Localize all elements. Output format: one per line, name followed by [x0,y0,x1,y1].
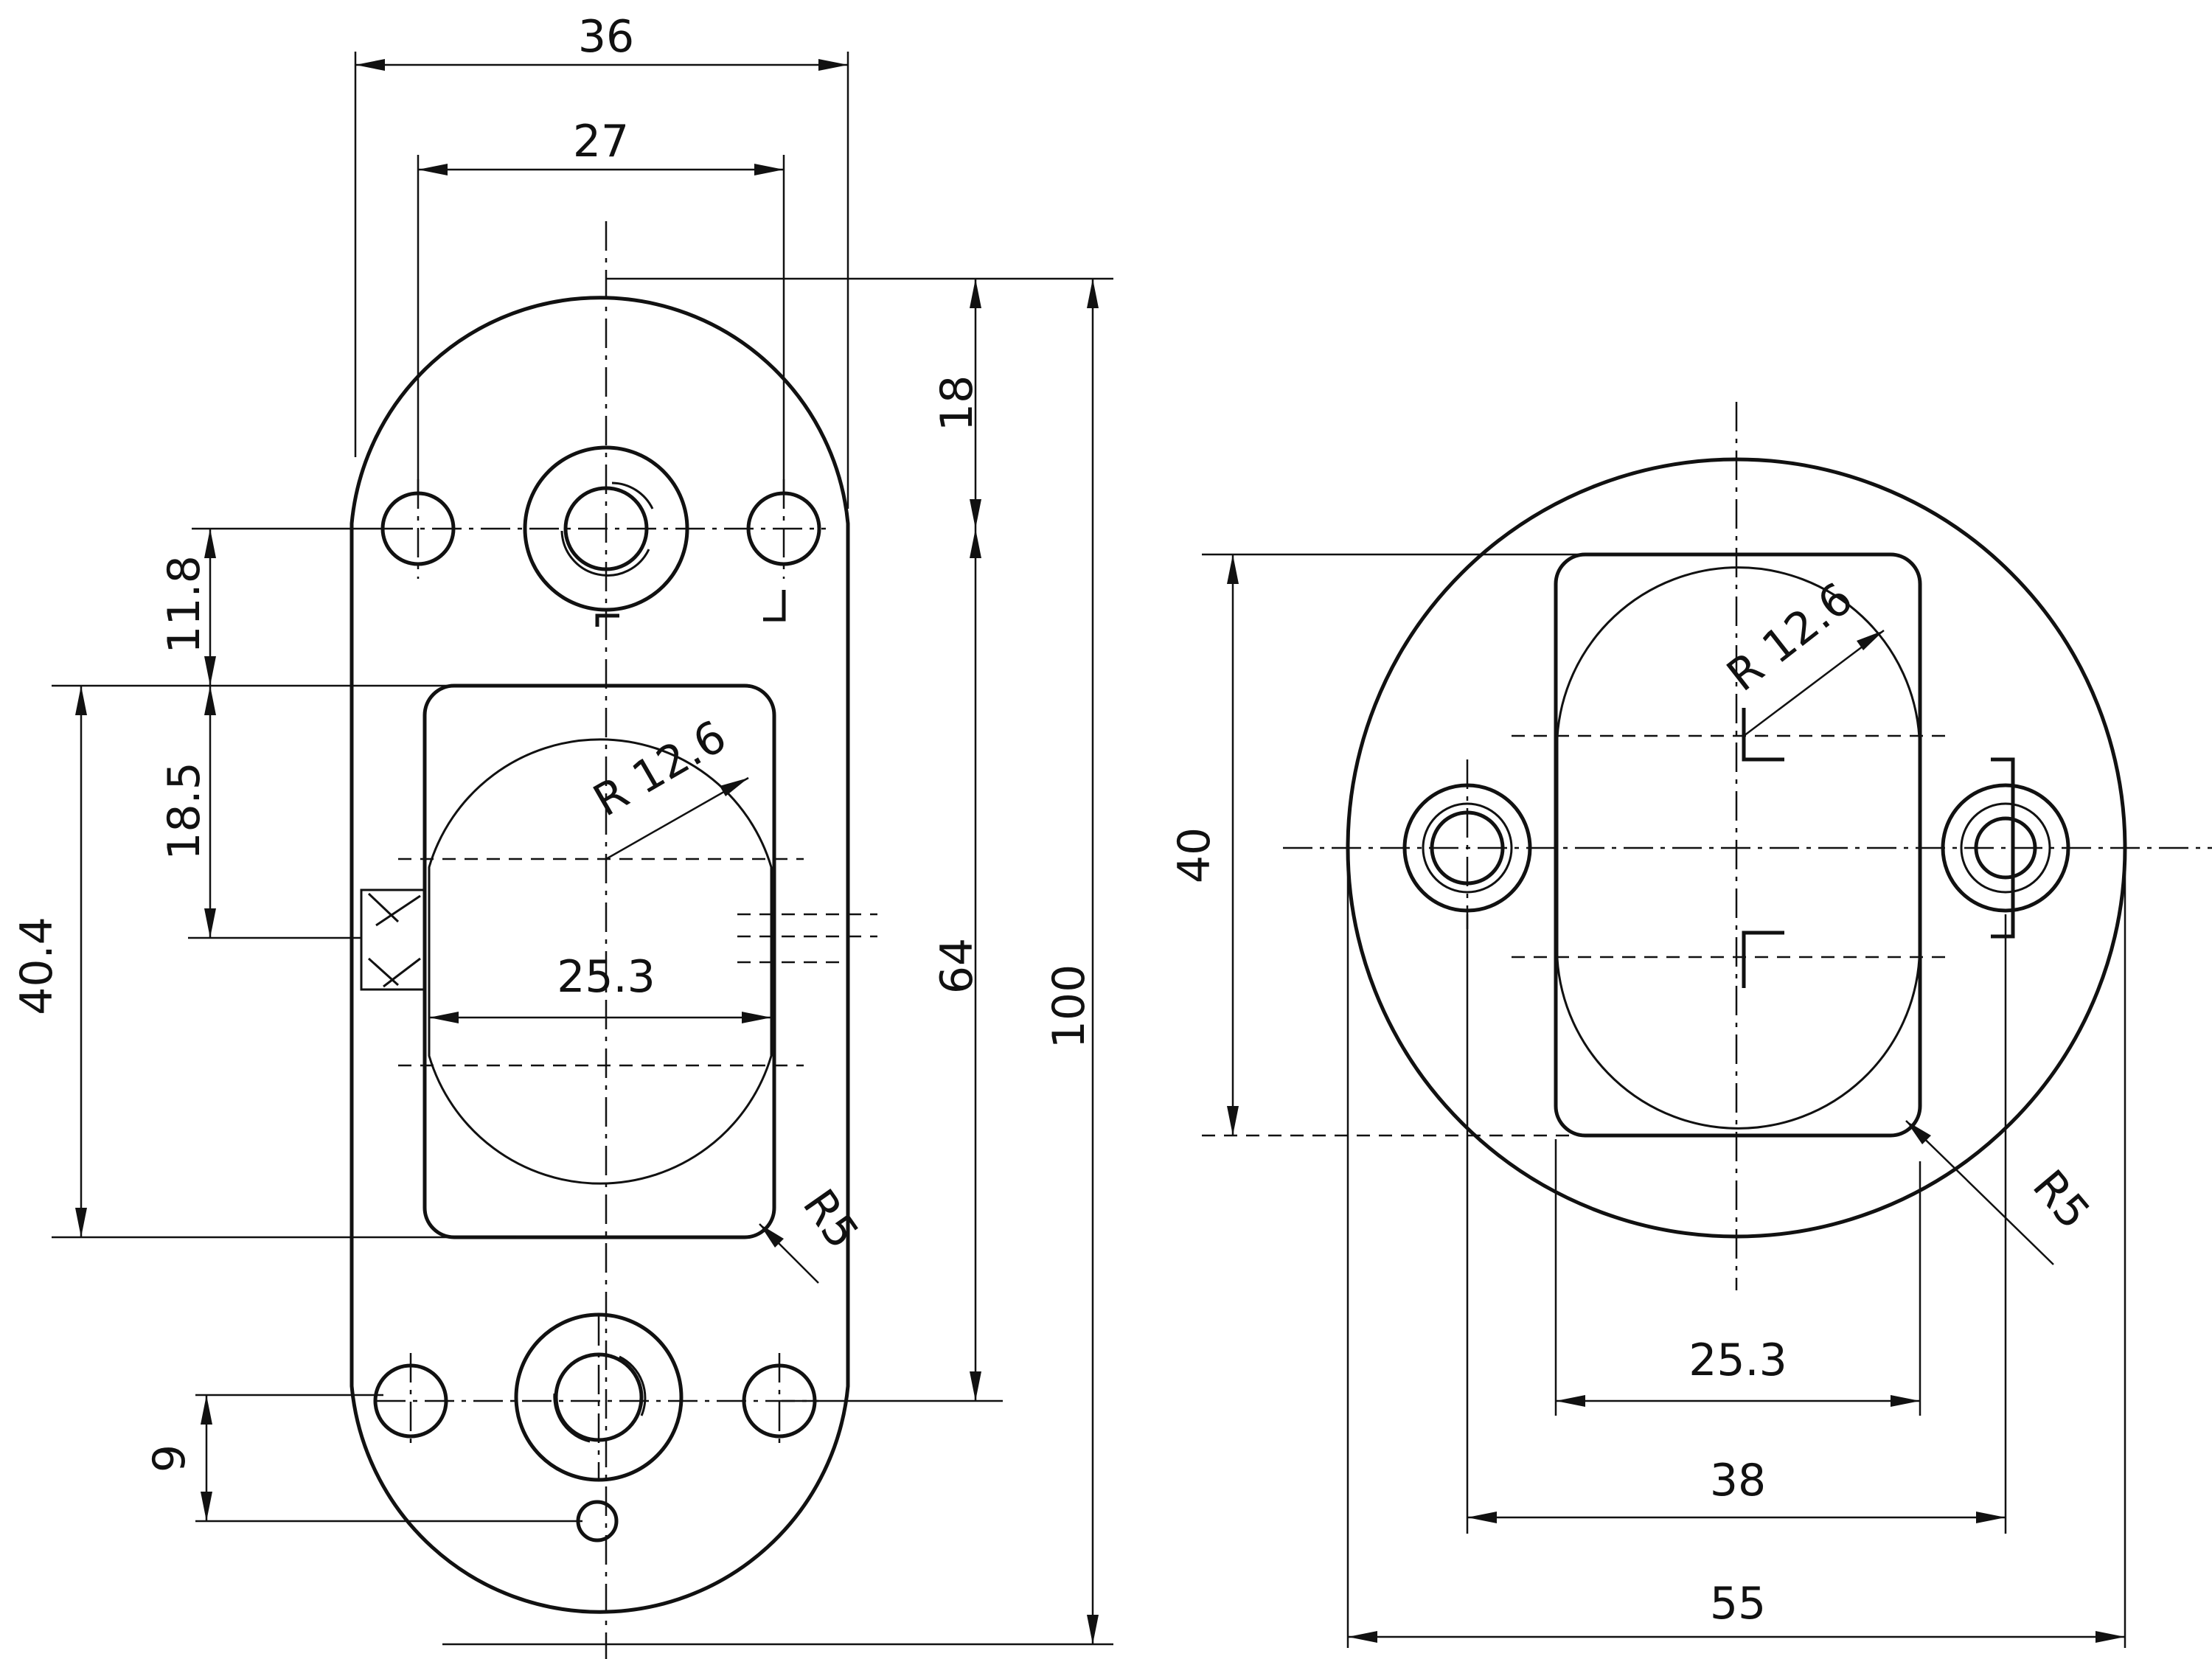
dim-38-label: 38 [1710,1455,1766,1506]
dim-9-label: 9 [144,1444,195,1472]
dim-r12-6-label: R 12.6 [585,711,734,827]
dim-axis-to-recess: 11.8 [159,529,216,686]
dim-recess-to-pin: 18.5 [159,686,216,938]
dim-40-4-label: 40.4 [11,917,63,1015]
dim-25-3-label: 25.3 [557,951,655,1003]
dim-18-5-label: 18.5 [159,762,210,860]
dim-hole-spacing-right: 38 [1467,1455,2006,1523]
bottom-small-hole [576,1500,619,1543]
dim-recess-radius: R 12.6 [585,711,749,860]
dim-recess-width-right: 25.3 [1556,1335,1920,1407]
dim-40-label: 40 [1169,827,1220,883]
dim-64-label: 64 [931,938,983,994]
dim-overall-length: 100 [1043,279,1099,1644]
dim-bottom-hole-offset: 9 [144,1395,212,1521]
dim-top-to-axis: 18 [931,279,983,529]
dim-axis-to-axis: 64 [931,529,983,1401]
dim-recess-width: 25.3 [429,951,771,1023]
dim-r5-label: R5 [793,1180,869,1259]
right-view-round-rosette: 40 R 12.6 R5 25.3 [1169,402,2212,1648]
dim-27-label: 27 [573,116,629,167]
dim-hole-spacing: 27 [417,116,785,494]
recess-obround [428,738,773,1185]
dim-11-8-label: 11.8 [159,555,210,654]
dim-36-label: 36 [578,11,634,63]
dim-18-label: 18 [931,375,983,431]
left-view-strike-plate: 36 27 18 64 [11,11,1113,1659]
side-slot [360,888,426,991]
dim-r5-right-label: R5 [2023,1161,2100,1239]
dim-recess-length: 40.4 [11,686,87,1237]
dim-25-3-right-label: 25.3 [1688,1335,1787,1386]
bottom-center-boss-outer [514,1312,684,1482]
dim-r12-6-right-label: R 12.6 [1718,573,1863,702]
dim-overall-width: 36 [354,11,849,509]
recess-obround-right [1556,566,1920,1130]
dim-100-label: 100 [1043,964,1095,1049]
dim-corner-radius-right: R5 [1905,1120,2100,1265]
dim-diameter-right: 55 [1348,1578,2125,1643]
dim-recess-length-right: 40 [1169,554,1239,1135]
plate-outline [349,296,850,1614]
dim-55-label: 55 [1710,1578,1766,1630]
